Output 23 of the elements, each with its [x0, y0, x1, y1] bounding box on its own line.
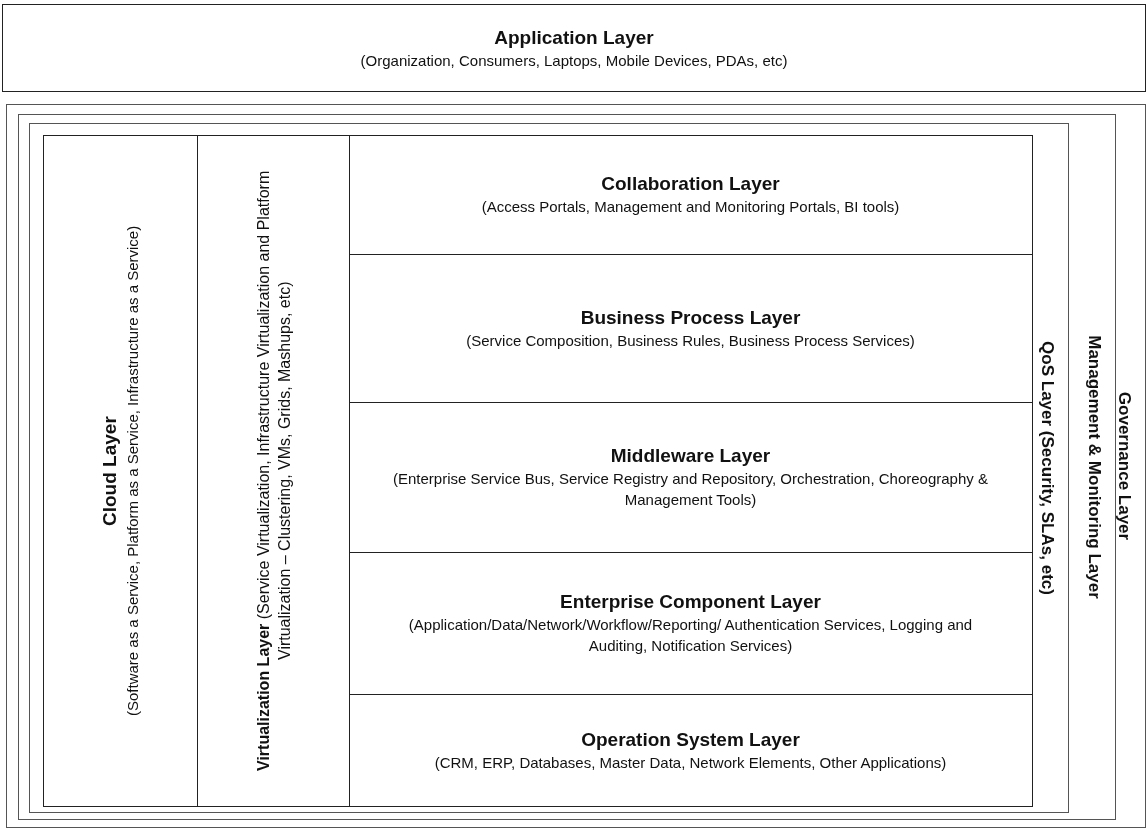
layer-text: Virtualization Layer (Service Virtualization, Infrastructure Virtualization and Platform Virtualization – Clustering, VMs, Grids, Mashups, etc) — [253, 169, 294, 773]
layer-title: Operation System Layer — [581, 727, 800, 752]
layer-title: Cloud Layer — [97, 415, 121, 526]
layer-title: Application Layer — [494, 25, 654, 50]
layer-panel — [196, 134, 350, 807]
layer-panel — [42, 134, 198, 807]
layer-panel — [2, 4, 1146, 92]
layer-description: (CRM, ERP, Databases, Master Data, Network Elements, Other Applications) — [434, 752, 947, 773]
layer-description: (Software as a Service, Platform as a Service, Infrastructure as a Service) — [122, 225, 142, 716]
layer-description: (Service Composition, Business Rules, Business Process Services) — [466, 330, 915, 351]
layer-title: Middleware Layer — [610, 444, 771, 468]
layer-panel — [348, 693, 1033, 807]
layer-title: Collaboration Layer — [601, 172, 780, 196]
layer-description: (Application/Data/Network/Workflow/Reporting/ Authentication Services, Logging and Auditing, Notification Services) — [407, 615, 974, 656]
layer-description: (Access Portals, Management and Monitoring Portals, BI tools) — [481, 197, 900, 217]
layer-panel — [348, 134, 1033, 255]
layer-description: (Organization, Consumers, Laptops, Mobile Devices, PDAs, etc) — [360, 50, 788, 71]
layer-description: (Enterprise Service Bus, Service Registry and Repository, Orchestration, Choreography & Management Tools) — [392, 469, 989, 510]
layer-title: Enterprise Component Layer — [560, 590, 821, 614]
layer-title: Business Process Layer — [580, 305, 801, 330]
layer-title: Management & Monitoring Layer — [1083, 334, 1105, 599]
layer-title: Governance Layer — [1114, 391, 1135, 541]
layer-title: QoS Layer (Security, SLAs, etc) — [1037, 341, 1058, 595]
